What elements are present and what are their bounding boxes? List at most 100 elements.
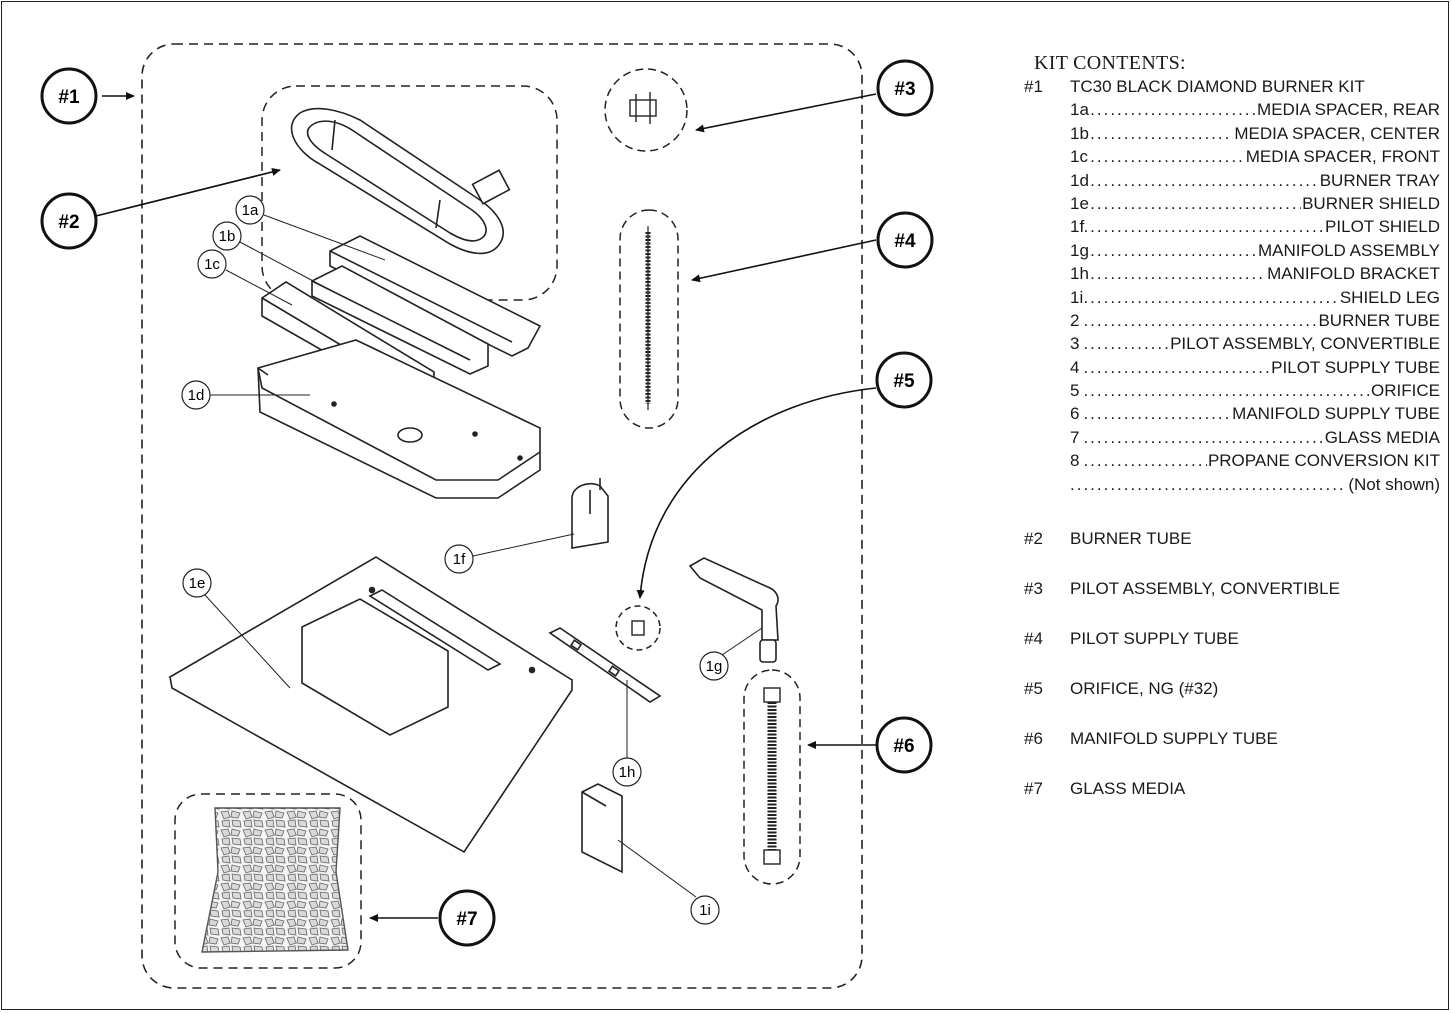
glass-media-boundary (174, 793, 362, 969)
manifold-bracket-drawing (548, 627, 662, 703)
kit-boundary (141, 43, 863, 989)
legend-item: 1b......................................… (1070, 121, 1440, 146)
legend-item: 1f......................................… (1070, 215, 1440, 239)
svg-text:1e: 1e (189, 575, 206, 592)
kit-row: #5 ORIFICE, NG (#32) (1018, 664, 1440, 714)
label-1i: 1i (617, 839, 720, 925)
callout-3-text: #3 (894, 79, 915, 100)
legend-item: 1a......................................… (1070, 98, 1440, 122)
shield-leg-drawing (581, 783, 623, 874)
leader-dots: ........................................… (1070, 381, 1440, 401)
legend-item: 4.......................................… (1070, 355, 1440, 380)
legend-item-code: 1f (1070, 215, 1086, 239)
manifold-assembly-drawing (688, 557, 779, 663)
svg-text:1b: 1b (219, 228, 236, 245)
legend-main-row: #1 TC30 BLACK DIAMOND BURNER KIT (1018, 75, 1440, 98)
legend-item-code: 1a (1070, 98, 1090, 122)
legend-item-desc: MEDIA SPACER, REAR (1256, 98, 1440, 122)
glass-media-bag (201, 807, 349, 953)
legend-item-desc: BURNER TUBE (1317, 308, 1440, 333)
legend-item-code: 8 (1070, 449, 1081, 473)
callout-6: #6 (807, 716, 933, 774)
legend-item-desc: MEDIA SPACER, CENTER (1233, 121, 1440, 146)
manifold-supply-tube-boundary (743, 669, 801, 885)
legend-item: 1c......................................… (1070, 145, 1440, 169)
legend-item: 7.......................................… (1070, 425, 1440, 450)
kit-text: BURNER TUBE (1070, 529, 1192, 549)
legend-item-code: 4 (1070, 355, 1081, 380)
burner-tube-drawing (290, 107, 511, 255)
legend-item: 1g......................................… (1070, 238, 1440, 263)
legend-item: 5.......................................… (1070, 379, 1440, 403)
legend-item: 8.......................................… (1070, 449, 1440, 473)
kit-num: #4 (1024, 629, 1043, 649)
label-1c: 1c (197, 249, 293, 306)
legend-item-code: 1c (1070, 145, 1089, 169)
kit-num: #5 (1024, 679, 1043, 699)
legend-item: 1d......................................… (1070, 168, 1440, 192)
callout-6-text: #6 (893, 736, 914, 757)
legend-item-code: 3 (1070, 332, 1081, 356)
label-1a: 1a (235, 195, 386, 261)
orifice-drawing (631, 620, 645, 636)
legend-kits-list: #2 BURNER TUBE #3 PILOT ASSEMBLY, CONVERTIB… (1018, 514, 1440, 814)
legend-item-desc: PROPANE CONVERSION KIT (1206, 449, 1440, 473)
label-1h: 1h (612, 680, 642, 787)
svg-text:1i: 1i (699, 902, 711, 919)
orifice-boundary (615, 605, 661, 651)
kit-text: PILOT ASSEMBLY, CONVERTIBLE (1070, 579, 1340, 599)
kit-text: ORIFICE, NG (#32) (1070, 679, 1219, 699)
legend-item-desc: (Not shown) (1347, 472, 1440, 497)
kit-num: #6 (1024, 729, 1043, 749)
callout-5: #5 (636, 351, 933, 599)
label-1g: 1g (699, 627, 763, 681)
legend-item-code: 5 (1070, 379, 1081, 403)
pilot-assembly-boundary (604, 68, 688, 152)
svg-text:1h: 1h (619, 764, 636, 781)
legend-item-desc: BURNER TRAY (1318, 168, 1440, 192)
legend-item-desc: GLASS MEDIA (1323, 425, 1440, 450)
kit-num: #2 (1024, 529, 1043, 549)
legend-item-desc: PILOT ASSEMBLY, CONVERTIBLE (1169, 332, 1440, 356)
pilot-supply-tube-boundary (619, 209, 679, 429)
legend-item: ........................................… (1070, 472, 1440, 497)
legend-item-code: 2 (1070, 308, 1081, 333)
kit-text: GLASS MEDIA (1070, 779, 1186, 799)
exploded-parts-diagram: #1 #2 (40, 43, 934, 989)
label-1b: 1b (212, 221, 331, 291)
legend-item-desc: MEDIA SPACER, FRONT (1244, 145, 1440, 169)
legend-title: KIT CONTENTS: (1034, 52, 1186, 74)
callout-1: #1 (40, 67, 135, 125)
legend-item-code: 1b (1070, 121, 1090, 146)
legend-item-code: 7 (1070, 425, 1081, 450)
manifold-supply-tube-drawing (763, 687, 781, 865)
kit-num: #3 (1024, 579, 1043, 599)
legend-item: 1h......................................… (1070, 262, 1440, 286)
callout-2-text: #2 (58, 212, 79, 233)
legend-item-code: 6 (1070, 402, 1081, 426)
kit-contents-legend: KIT CONTENTS: #1 TC30 BLACK DIAMOND BURN… (1018, 52, 1440, 814)
kit-row: #3 PILOT ASSEMBLY, CONVERTIBLE (1018, 564, 1440, 614)
legend-item-desc: MANIFOLD BRACKET (1266, 262, 1440, 286)
burner-shield-drawing (168, 556, 574, 854)
legend-main-text: TC30 BLACK DIAMOND BURNER KIT (1070, 77, 1365, 96)
label-1f: 1f (444, 533, 575, 574)
legend-item: 3.......................................… (1070, 332, 1440, 356)
svg-text:1d: 1d (188, 387, 205, 404)
kit-row: #4 PILOT SUPPLY TUBE (1018, 614, 1440, 664)
callout-7-text: #7 (456, 909, 477, 930)
callout-4: #4 (691, 211, 934, 283)
legend-main-num: #1 (1024, 77, 1043, 96)
legend-item-code: 1g (1070, 238, 1090, 263)
legend-item-desc: MANIFOLD ASSEMBLY (1256, 238, 1440, 263)
svg-text:1c: 1c (204, 256, 220, 273)
label-1d: 1d (181, 380, 310, 410)
label-1e: 1e (182, 568, 291, 689)
legend-item-code: 1e (1070, 191, 1090, 216)
legend-item-desc: MANIFOLD SUPPLY TUBE (1231, 402, 1440, 426)
kit-text: PILOT SUPPLY TUBE (1070, 629, 1239, 649)
svg-text:1f: 1f (453, 551, 466, 568)
callout-2: #2 (40, 168, 281, 250)
